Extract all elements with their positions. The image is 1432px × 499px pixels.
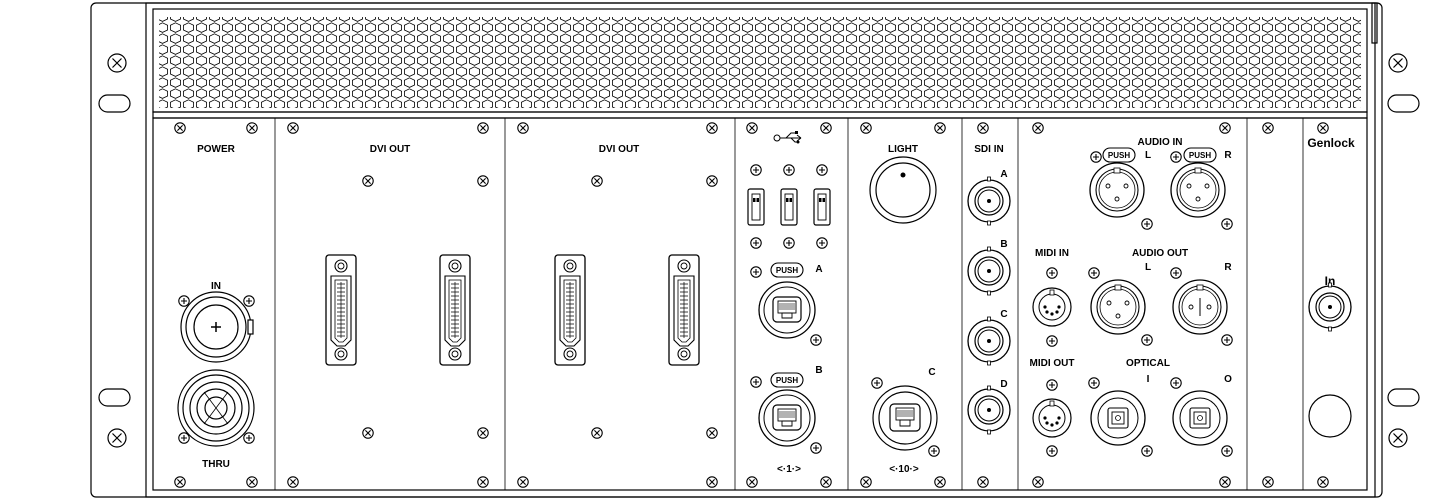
ventilation-grille [152,8,1368,119]
power-title: POWER [197,144,236,155]
audio-in-right-xlr[interactable] [1170,162,1226,218]
usb-port-1[interactable] [747,188,765,226]
ethernet-port-b[interactable] [758,389,816,447]
power-thru-label: THRU [202,459,230,470]
audio-out-left-xlr[interactable] [1090,279,1146,335]
ethernet-port-b-label: B [815,365,822,376]
usb-icon [773,131,802,144]
push-label-a: PUSH [776,266,798,275]
light-module: LIGHT C <·10·> [869,144,940,475]
push-label-b: PUSH [776,376,798,385]
power-in-connector[interactable] [178,291,255,363]
ethernet-port-a-label: A [815,264,822,275]
usb-ethernet-module: PUSH A PUSH B <·1·> [747,131,831,475]
dvi-connector-1a[interactable] [325,254,357,366]
optical-out-port[interactable] [1172,390,1228,446]
audio-in-right-label: R [1224,150,1232,161]
ethernet-port-a[interactable] [758,281,816,339]
audio-in-left-label: L [1145,150,1151,161]
dvi-connector-2b[interactable] [668,254,700,366]
sdi-port-d-label: D [1000,379,1007,390]
light-title: LIGHT [888,144,918,155]
audio-in-left-xlr[interactable] [1089,162,1145,218]
audio-out-right-label: R [1224,262,1232,273]
light-module-footer: <·10·> [889,464,919,475]
sdi-port-b-label: B [1000,239,1007,250]
genlock-title: Genlock [1307,136,1355,150]
ethernet-port-c[interactable] [872,385,938,451]
power-module: POWER IN THRU [177,144,255,470]
midi-out-port[interactable] [1032,398,1072,438]
dvi-out-title-1: DVI OUT [370,144,411,155]
audio-module: AUDIO IN PUSH L PUSH R MIDI IN AUDIO OUT… [1030,137,1233,457]
optical-in-port[interactable] [1090,390,1146,446]
optical-title: OPTICAL [1126,358,1170,369]
usb-module-footer: <·1·> [777,464,801,475]
optical-out-label: O [1224,374,1232,385]
usb-port-3[interactable] [813,188,831,226]
dvi-out-title-2: DVI OUT [599,144,640,155]
midi-in-label: MIDI IN [1035,248,1069,259]
usb-port-2[interactable] [780,188,798,226]
sdi-port-c-label: C [1000,309,1007,320]
push-label-audio-l: PUSH [1108,151,1130,160]
dvi-out-module-1: DVI OUT [325,144,489,439]
dvi-out-module-2: DVI OUT [554,144,718,439]
push-label-audio-r: PUSH [1189,151,1211,160]
genlock-module: Genlock In [1307,136,1355,438]
midi-out-label: MIDI OUT [1030,358,1075,369]
audio-out-left-label: L [1145,262,1151,273]
sdi-in-title: SDI IN [974,144,1003,155]
midi-in-port[interactable] [1032,287,1072,327]
light-button[interactable] [869,156,937,224]
light-port-c-label: C [928,367,935,378]
sdi-port-a-label: A [1000,169,1007,180]
dvi-connector-1b[interactable] [439,254,471,366]
audio-out-title: AUDIO OUT [1132,248,1188,259]
audio-in-title: AUDIO IN [1138,137,1183,148]
genlock-blank-hole [1308,394,1352,438]
optical-in-label: I [1147,374,1150,385]
power-thru-connector[interactable] [177,369,255,447]
rack-ear-left [98,53,131,448]
sdi-in-module: SDI IN A B C D [967,144,1011,435]
rack-ear-right [1387,53,1420,448]
dvi-connector-2a[interactable] [554,254,586,366]
genlock-in-label: In [1325,274,1336,288]
power-in-label: IN [211,281,221,292]
